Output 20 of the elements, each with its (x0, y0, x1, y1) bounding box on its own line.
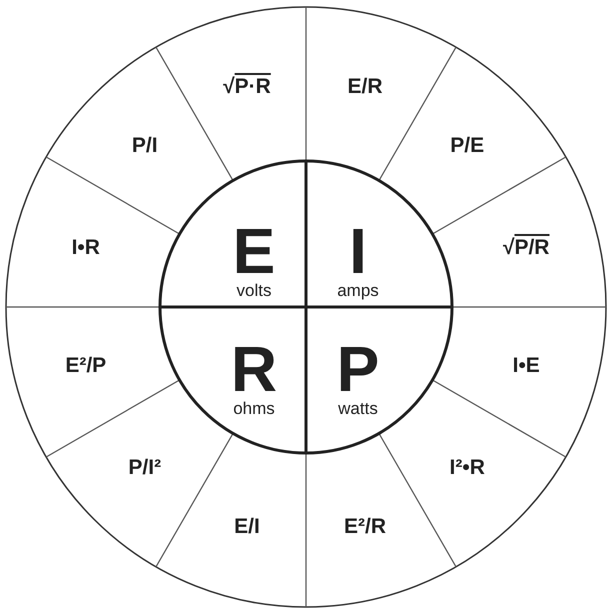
unit-label: watts (338, 399, 378, 419)
quantity-symbol: E (232, 221, 276, 281)
quantity-symbol: I (349, 221, 367, 281)
formula-label: E²/P (65, 354, 106, 378)
unit-label: volts (236, 281, 272, 301)
formula-label: P/E (450, 134, 484, 158)
quantity-symbol: R (230, 339, 278, 399)
quantity-symbol: P (336, 339, 380, 399)
formula-label: I²•R (450, 456, 485, 480)
unit-label: amps (337, 281, 379, 301)
formula-label: E/I (234, 515, 260, 540)
formula-label: E/R (347, 74, 382, 99)
formula-label: E²/R (344, 515, 386, 540)
formula-label: I•R (72, 236, 100, 260)
formula-label: I•E (512, 354, 540, 378)
formula-label: P/I² (128, 456, 162, 480)
formula-label: √P·R (223, 74, 271, 99)
formula-label: P/I (132, 134, 158, 158)
formula-label: √P/R (502, 236, 550, 260)
unit-label: ohms (233, 399, 275, 419)
